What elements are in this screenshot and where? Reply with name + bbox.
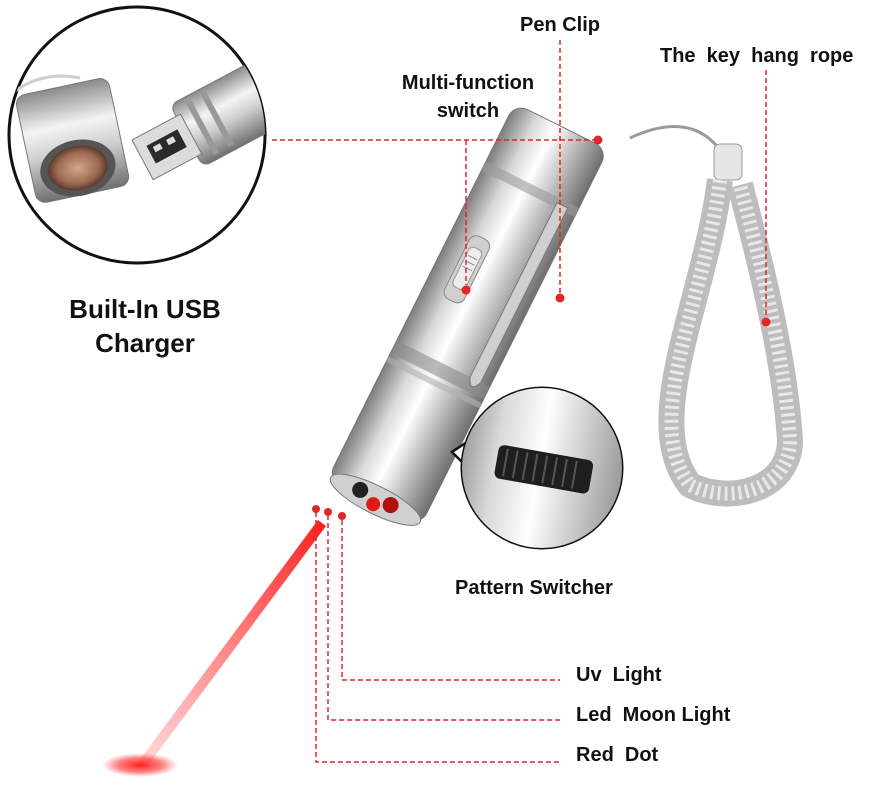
key-hang-rope	[629, 125, 803, 507]
key-rope-label: The key hang rope	[660, 45, 854, 67]
laser-beam	[102, 520, 326, 777]
usb-label-line1: Built-In USB	[69, 294, 221, 324]
pen-clip-callout-dot	[555, 293, 565, 303]
multi-function-switch-label: Multi-function switch	[393, 69, 543, 125]
pen-clip-label: Pen Clip	[520, 14, 601, 36]
pattern-switcher-label: Pattern Switcher	[455, 577, 613, 599]
red-dot-label: Red Dot	[576, 744, 659, 766]
switch-callout-dot	[461, 285, 471, 295]
uv-callout-dot	[338, 512, 346, 520]
usb-inset	[7, 5, 267, 265]
led-callout-dot	[324, 508, 332, 516]
usb-cap	[16, 78, 130, 203]
rope-callout-dot	[761, 317, 771, 327]
switch-label-line1: Multi-function	[401, 72, 535, 94]
callout-lines	[272, 40, 767, 763]
red-dot-callout-line	[315, 512, 560, 763]
uv-light-label: Uv Light	[576, 664, 662, 686]
usb-plug	[131, 55, 265, 181]
led-callout-line	[327, 515, 560, 721]
red-dot-callout-dot	[312, 505, 320, 513]
laser-pen	[329, 107, 604, 526]
callout-dots	[312, 135, 771, 520]
red-dot-projection	[102, 753, 178, 777]
led-moon-light-label: Led Moon Light	[576, 704, 731, 726]
usb-callout-dot	[593, 135, 603, 145]
uv-callout-line	[341, 520, 560, 681]
usb-charger-label: Built-In USB Charger	[52, 292, 238, 360]
switch-label-line2: switch	[436, 100, 500, 122]
usb-label-line2: Charger	[95, 328, 195, 358]
